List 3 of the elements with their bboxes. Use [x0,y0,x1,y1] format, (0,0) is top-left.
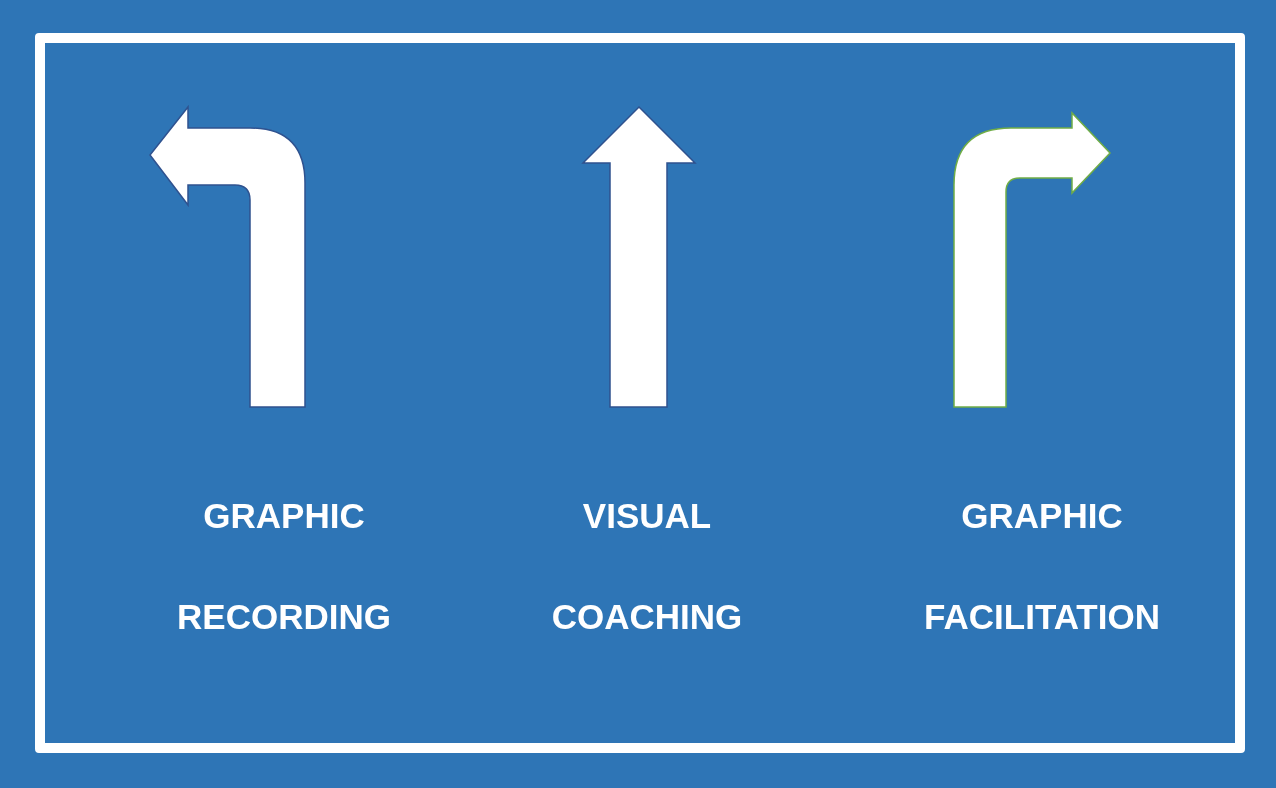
sign-label: GRAPHIC RECORDING [177,495,391,638]
sign-label: VISUAL COACHING [551,495,743,638]
sign-label: GRAPHIC FACILITATION [924,495,1160,638]
